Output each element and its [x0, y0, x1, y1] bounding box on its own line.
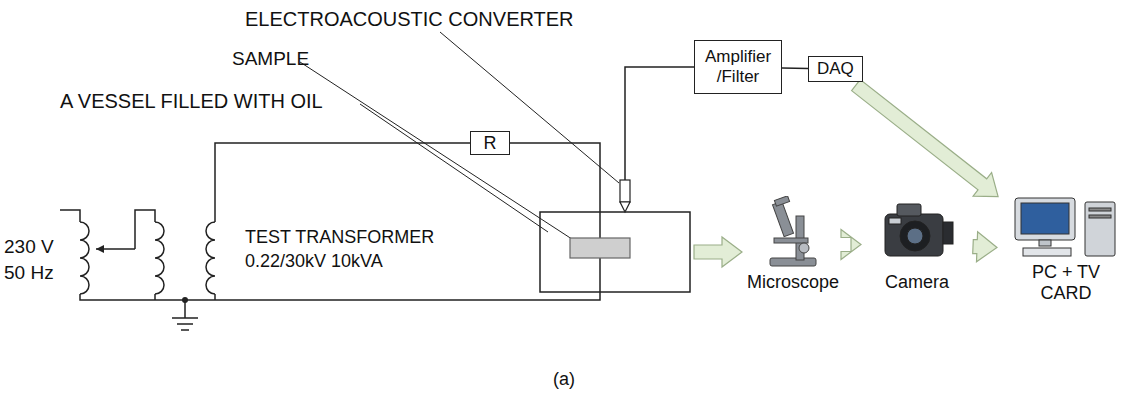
wires: [60, 32, 694, 330]
amplifier-box: Amplifier /Filter: [694, 40, 782, 94]
transformer-rating: 0.22/30kV 10kVA: [245, 250, 383, 272]
leader-line: [360, 104, 548, 232]
node-text: PC + TV CARD: [1024, 262, 1108, 304]
resistor-box: R: [470, 131, 510, 155]
figure-caption: (a): [553, 368, 575, 390]
transformer-label: TEST TRANSFORMER: [245, 226, 434, 248]
wiper-arrowhead: [96, 245, 104, 253]
sample: [570, 238, 630, 258]
leader-line: [440, 32, 619, 183]
node-text: R: [475, 133, 505, 153]
frequency-label: 50 Hz: [4, 262, 54, 284]
signal-wire: [782, 67, 808, 69]
pc-drawing: [1011, 196, 1121, 258]
daq-box: DAQ: [808, 56, 863, 82]
microscope-icon: Microscope: [740, 196, 846, 293]
node-text: DAQ: [817, 59, 854, 79]
flow-arrow: [852, 80, 999, 197]
flow-arrow: [973, 232, 997, 262]
ground-symbol: [172, 300, 198, 330]
node-text: Amplifier /Filter: [699, 47, 777, 87]
oil-vessel: [540, 212, 690, 292]
node-text: Microscope: [745, 272, 841, 293]
converter-label: ELECTROACOUSTIC CONVERTER: [245, 8, 574, 30]
autotransformer-coil: [80, 222, 89, 294]
node-text: Camera: [871, 272, 963, 293]
voltage-label: 230 V: [4, 236, 54, 258]
sample-label: SAMPLE: [232, 48, 309, 70]
primary-coil: [155, 222, 164, 294]
source-lead: [60, 210, 80, 222]
microscope-drawing: [758, 196, 828, 268]
hv-wire: [215, 143, 600, 238]
converter-wire: [625, 67, 694, 180]
pc-icon: PC + TV CARD: [1002, 196, 1130, 304]
camera-icon: Camera: [866, 196, 968, 293]
leader-line: [300, 62, 578, 243]
junction-dot: [182, 297, 188, 303]
flow-arrow: [694, 237, 742, 267]
electroacoustic-converter: [620, 180, 630, 212]
camera-drawing: [875, 196, 959, 268]
wiper-wire: [96, 210, 155, 249]
secondary-coil: [206, 222, 215, 294]
vessel-label: A VESSEL FILLED WITH OIL: [60, 90, 323, 112]
flow-arrow: [841, 230, 861, 260]
